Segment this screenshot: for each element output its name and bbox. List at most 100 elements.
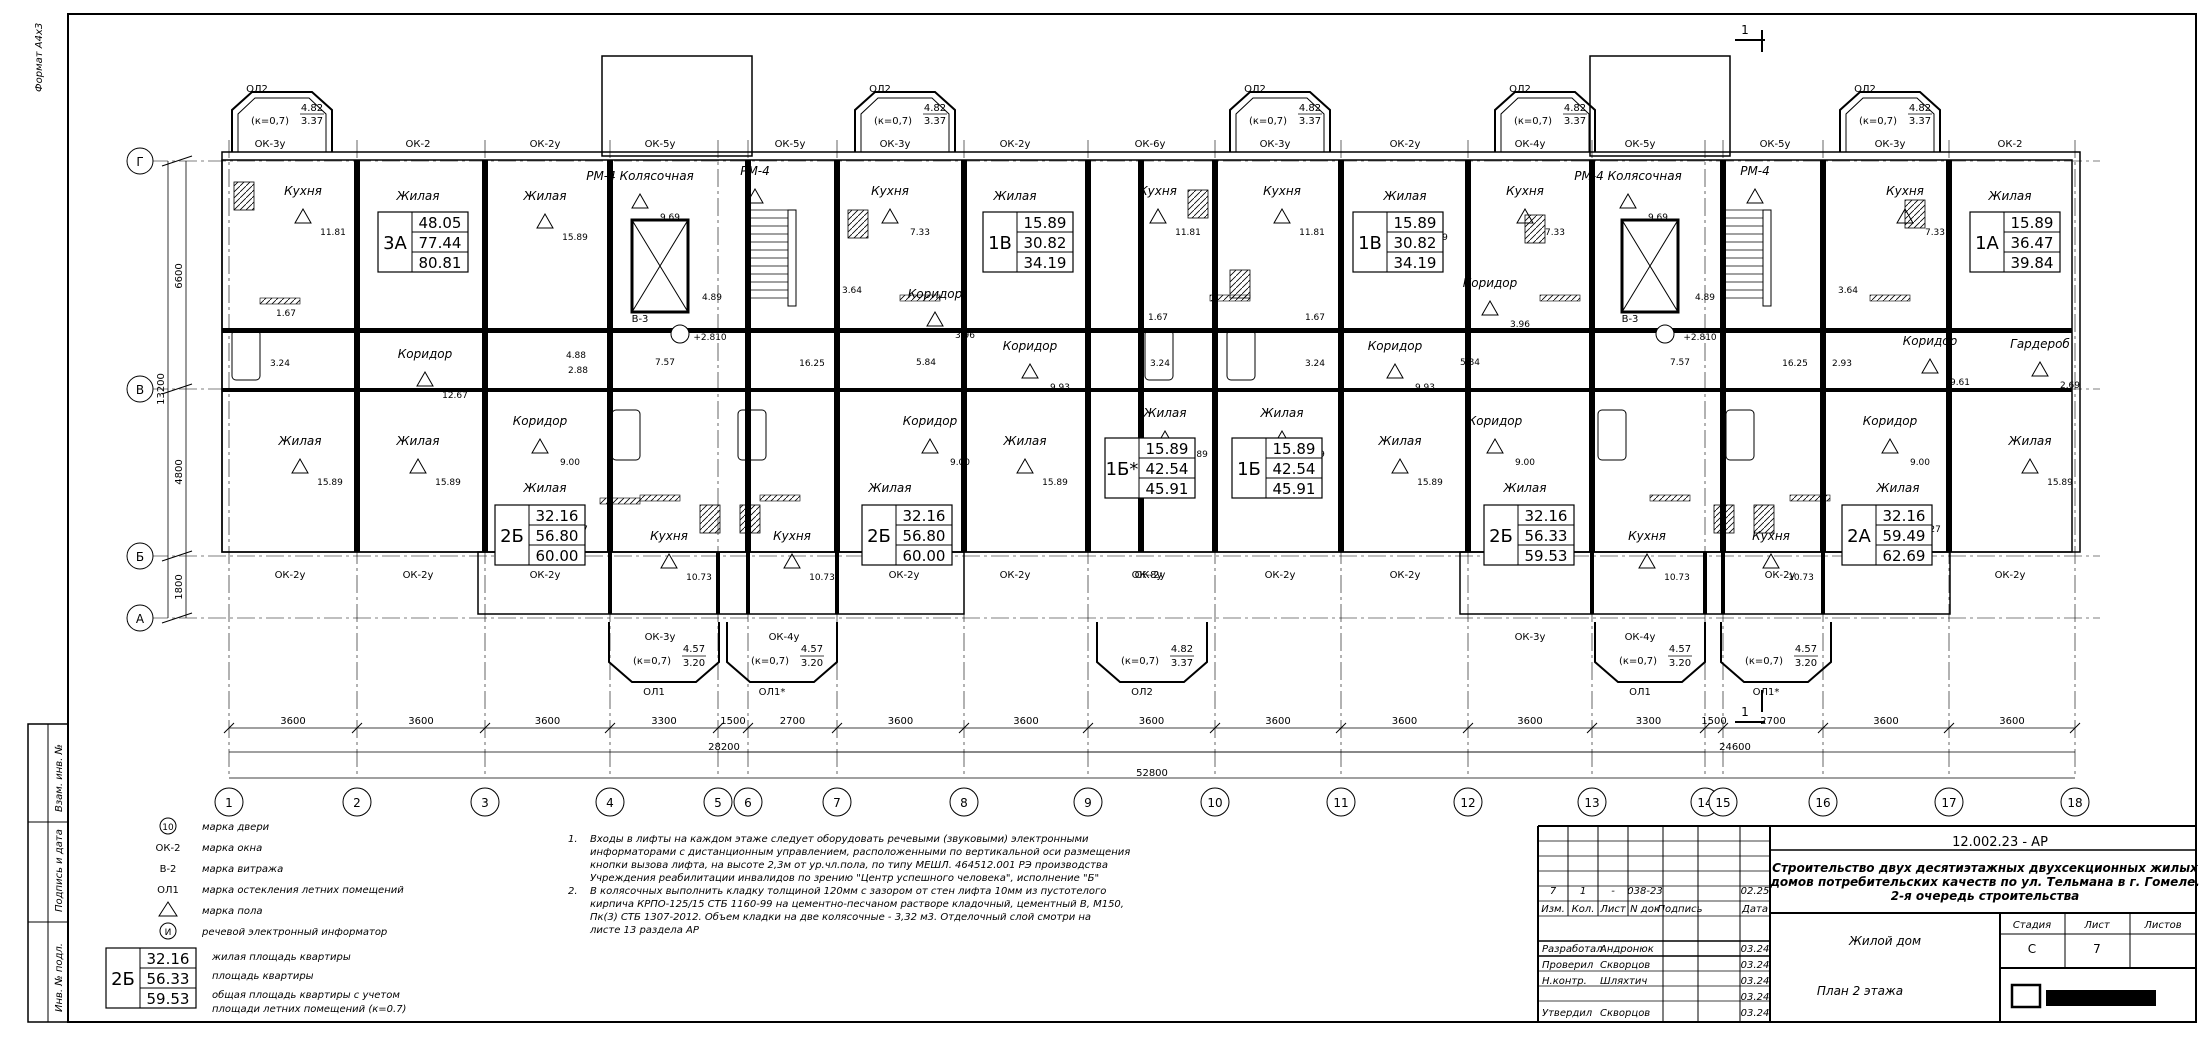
bathtub [1725,409,1755,461]
radiator [759,494,801,502]
axis-letter: В [136,383,144,397]
wall [1820,160,1826,552]
room-name: Кухня [1752,529,1790,543]
balcony-code: ОЛ1 [1629,687,1651,698]
stamp-date: 02.25 [1741,886,1770,897]
floor-mark-icon [1516,207,1534,224]
radiator [259,297,301,305]
room-name: РМ-4 [740,164,770,178]
bay-bottom [1720,622,1832,683]
balcony-area: 3.37 [924,116,946,127]
stamp-sheet-title: План 2 этажа [1817,984,1903,998]
apartment-area: 15.89 [2011,214,2054,232]
room-name: Жилая [868,481,912,495]
dim-6600: 6600 [174,263,185,288]
balcony-label: ОЛ1*(к=0,7)4.573.20 [751,644,824,698]
legend-symbol: В-2 [160,864,177,875]
apartment-area: 34.19 [1394,254,1437,272]
floor-mark-icon [926,310,944,327]
company-name: Гомельпроект [2060,992,2143,1005]
balcony-label: ОЛ2(к=0,7)4.823.37 [1854,84,1932,127]
room-name: Жилая [1003,434,1047,448]
dim-tick [1699,722,1711,734]
window-mark: ОК-3у [1515,632,1546,643]
window-mark: ОК-2у [1000,139,1031,150]
floor-mark-icon [536,212,554,229]
dim-tick [958,722,970,734]
room-area: 10.73 [1664,573,1690,583]
floor-mark-icon [1021,362,1039,379]
apartment-box [105,947,197,1009]
stamp-header: Лист [1599,904,1627,915]
wall [1703,552,1707,614]
wall [1138,160,1144,552]
balcony-area: 3.37 [1909,116,1931,127]
apartment-box [1104,437,1196,499]
logo-bar [2046,990,2156,1006]
misc-area: 1.67 [1305,313,1325,323]
stamp-code: 12.002.23 - АР [1952,835,2048,850]
radiator [1649,494,1691,502]
radiator [1539,294,1581,302]
window-mark: ОК-3у [255,139,286,150]
wall [1590,552,1594,614]
company-logo: Гомельпроект [2010,983,2156,1009]
stamp-title: домов потребительских качеств по ул. Тел… [1769,875,2200,889]
apartment-area: 15.89 [1146,440,1189,458]
room-name: Гардероб [2010,337,2070,351]
dim-span: 2700 [780,716,805,727]
balcony-code: ОЛ2 [1131,687,1153,698]
misc-area: 4.89 [1695,293,1715,303]
room-name: Жилая [278,434,322,448]
axis-number: 7 [833,796,841,810]
window-mark: ОК-5у [1760,139,1791,150]
room-area: 15.89 [1417,478,1443,488]
misc-area: 5.84 [1460,358,1480,368]
wall [607,160,613,552]
balcony-coef: (к=0,7) [633,656,671,667]
note-line: В колясочных выполнить кладку толщиной 1… [590,886,1106,897]
bay-top [1235,97,1325,152]
misc-area: 3.24 [270,359,290,369]
kitchen-unit [1524,214,1546,244]
balcony-area: 3.37 [1171,658,1193,669]
stamp-role: Утвердил [1542,1008,1593,1019]
stamp-role: Проверил [1542,960,1594,971]
apartment-type: 1В [988,233,1012,254]
dim-span: 3600 [1265,716,1290,727]
wall [1720,160,1726,552]
kitchen-unit [1904,199,1926,229]
dim-tick [1209,722,1221,734]
floor-mark-icon [294,207,312,224]
balcony-area: 3.37 [1564,116,1586,127]
dim-span: 3600 [1013,716,1038,727]
dim-span: 2700 [1760,716,1785,727]
window-mark: ОК-8у [1132,570,1163,581]
stamp-date: 03.24 [1741,992,1770,1003]
misc-area: 3.64 [1838,286,1858,296]
wall-outline [601,55,753,157]
legend-text: марка пола [202,906,263,917]
room-name: Коридор [1368,339,1423,353]
floor-mark-icon [660,552,678,569]
wall [1465,160,1471,552]
stamp-role: Разработал [1542,943,1603,955]
radiator [639,494,681,502]
room-area: 3.96 [955,331,975,341]
balcony-coef: (к=0,7) [1514,116,1552,127]
stamp-date: 03.24 [1741,1008,1770,1019]
vitrage-mark: В-3 [1622,314,1639,325]
stamp-name: Скворцов [1600,1008,1650,1019]
dim-tick [712,722,724,734]
window-mark: ОК-5у [1625,139,1656,150]
apartment-area: 32.16 [536,507,579,525]
